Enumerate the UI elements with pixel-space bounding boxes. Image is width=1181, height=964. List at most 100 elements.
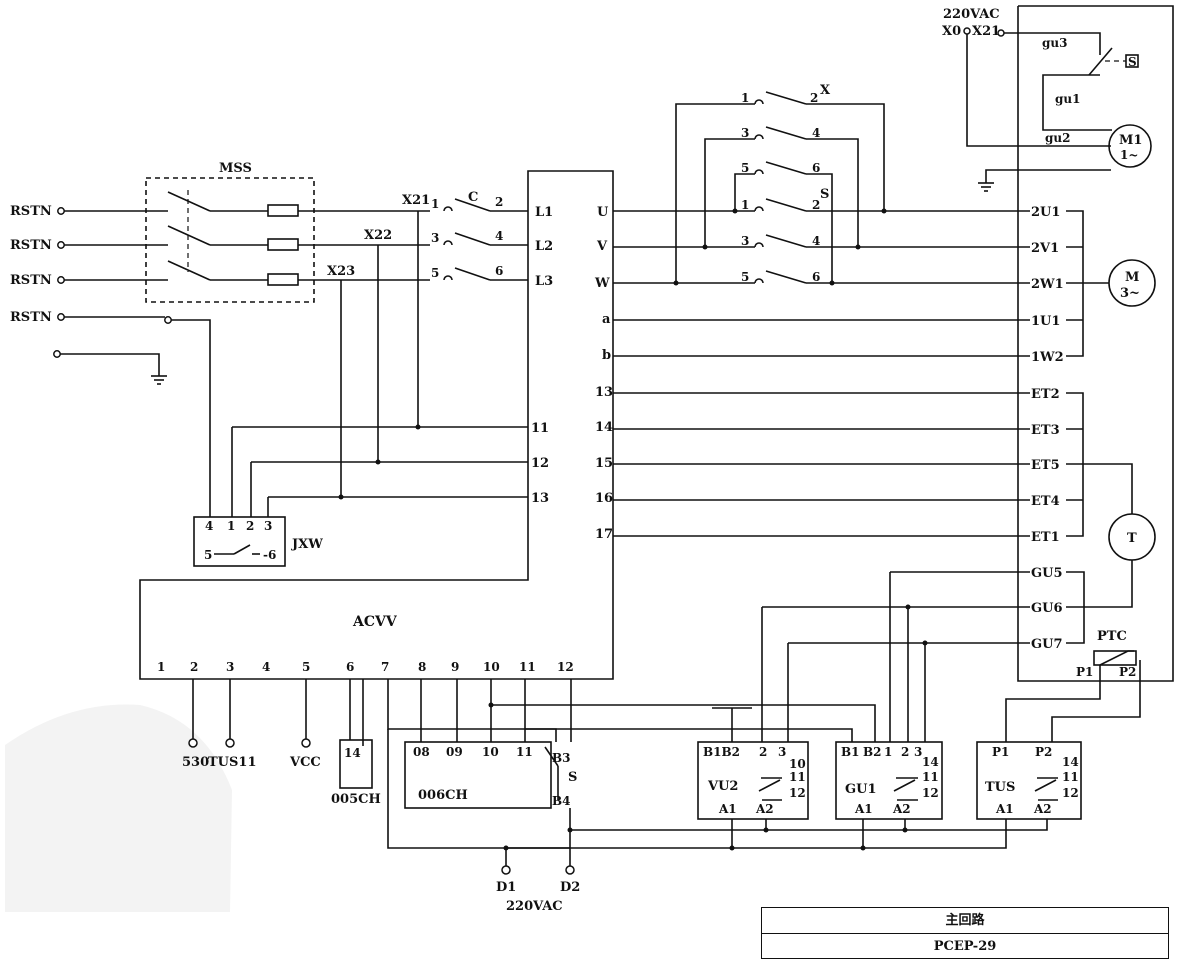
acvv-pin-l1: L1 xyxy=(535,205,553,220)
gu1-11: 11 xyxy=(922,770,939,784)
acvv-pin-16r: 16 xyxy=(595,491,613,506)
tus-14: 14 xyxy=(1062,755,1079,769)
fan-s: S xyxy=(1128,55,1137,69)
input-label-2: RSTN xyxy=(10,238,52,253)
label-d2: D2 xyxy=(560,880,580,895)
motor-terminal-strip: 2U1 2V1 2W1 1U1 1W2 ET2 ET3 ET5 ET4 ET1 … xyxy=(613,5,1174,682)
gu1-12: 12 xyxy=(922,786,939,800)
jxw-pin-4: 4 xyxy=(205,519,213,533)
fan-x0: X0 xyxy=(942,24,961,39)
acvv-bottom-9: 9 xyxy=(451,660,459,674)
gu1-a2: A2 xyxy=(892,802,911,816)
gu1-1: 1 xyxy=(884,745,892,759)
acvv-pin-l2: L2 xyxy=(535,239,553,254)
vu2-12: 12 xyxy=(789,786,806,800)
ptc-sensor: PTC P1 P2 xyxy=(1005,629,1141,742)
title-block-code: PCEP-29 xyxy=(762,933,1168,959)
ch005-pin-14: 14 xyxy=(344,746,361,760)
label-vcc: VCC xyxy=(289,755,321,770)
acvv-bottom-8: 8 xyxy=(418,660,426,674)
term-et2: ET2 xyxy=(1031,387,1060,402)
vu2-10: 10 xyxy=(789,757,806,771)
vu2-label: VU2 xyxy=(707,779,738,794)
input-label-1: RSTN xyxy=(10,204,52,219)
vu2-b1b2: B1B2 xyxy=(703,745,740,759)
ptc-label: PTC xyxy=(1097,629,1127,644)
fan-gu3: gu3 xyxy=(1042,36,1067,50)
tus-a2: A2 xyxy=(1033,802,1052,816)
title-block: 主回路 PCEP-29 xyxy=(761,907,1169,959)
label-220vac-bottom: 220VAC xyxy=(506,899,563,914)
mss-label: MSS xyxy=(219,161,252,176)
wire-label-x21: X21 xyxy=(402,193,430,208)
motor-main-phase: 3~ xyxy=(1120,286,1140,301)
acvv-pin-b: b xyxy=(602,348,611,363)
acvv-pin-12: 12 xyxy=(531,456,549,471)
ch006-relay: 006CH 08 09 10 11 B3 B4 S D1 D2 220VAC xyxy=(387,679,580,914)
c-pin-6: 6 xyxy=(495,264,503,278)
acvv-label: ACVV xyxy=(352,614,398,630)
jxw-pin-3: 3 xyxy=(264,519,272,533)
x-pin-1: 1 xyxy=(741,91,749,105)
acvv-pin-13: 13 xyxy=(531,491,549,506)
acvv-bottom-7: 7 xyxy=(381,660,389,674)
jxw-label: JXW xyxy=(291,537,323,552)
ch006-pin-10: 10 xyxy=(482,745,499,759)
jxw-pin-6: -6 xyxy=(263,548,276,562)
label-tus11: TUS11 xyxy=(208,755,257,770)
gu1-2: 2 xyxy=(901,745,909,759)
term-gu5: GU5 xyxy=(1031,566,1062,581)
gu1-14: 14 xyxy=(922,755,939,769)
c-pin-2: 2 xyxy=(495,195,503,209)
fan-motor-name: M1 xyxy=(1119,133,1142,148)
vu2-a2: A2 xyxy=(755,802,774,816)
acvv-bottom-2: 2 xyxy=(190,660,198,674)
term-2u1: 2U1 xyxy=(1031,205,1060,220)
fan-circuit: 220VAC X0 X21 gu3 S gu1 gu2 M1 1~ xyxy=(942,7,1152,192)
term-2w1: 2W1 xyxy=(1031,277,1064,292)
acvv-bottom-11: 11 xyxy=(519,660,536,674)
term-et1: ET1 xyxy=(1031,530,1060,545)
motor-main-name: M xyxy=(1125,270,1139,285)
relay-tus: P1 P2 14 11 12 TUS A1 A2 xyxy=(976,741,1082,820)
ch006-s: S xyxy=(568,770,577,785)
ch006-label: 006CH xyxy=(418,788,468,803)
wire-label-x23: X23 xyxy=(327,264,355,279)
gu1-label: GU1 xyxy=(845,782,876,797)
vu2-a1: A1 xyxy=(718,802,737,816)
relay-wiring xyxy=(488,572,1048,851)
fan-gu2: gu2 xyxy=(1045,131,1070,145)
ch006-pin-08: 08 xyxy=(413,745,430,759)
contactor-c: C 1 2 3 4 5 6 xyxy=(431,190,528,281)
tus-a1: A1 xyxy=(995,802,1014,816)
relay-vu2: B1B2 2 3 10 11 12 VU2 A1 A2 xyxy=(697,741,809,820)
c-pin-5: 5 xyxy=(431,266,439,280)
x-pin-6: 6 xyxy=(812,161,820,175)
ch006-b3: B3 xyxy=(552,751,571,765)
label-530: 530 xyxy=(182,755,209,770)
x-pin-5: 5 xyxy=(741,161,749,175)
term-gu6: GU6 xyxy=(1031,601,1062,616)
fan-gu1: gu1 xyxy=(1055,92,1080,106)
gu1-a1: A1 xyxy=(854,802,873,816)
tus-p1: P1 xyxy=(992,745,1009,759)
bottom-terminals: 530 TUS11 VCC xyxy=(182,679,321,770)
jxw-pin-2: 2 xyxy=(246,519,254,533)
tus-label: TUS xyxy=(985,780,1015,795)
vu2-2: 2 xyxy=(759,745,767,759)
jxw-pin-1: 1 xyxy=(227,519,235,533)
s-pin-1: 1 xyxy=(741,198,749,212)
input-label-3: RSTN xyxy=(10,273,52,288)
term-2v1: 2V1 xyxy=(1031,241,1059,256)
acvv-unit: ACVV L1 L2 L3 11 12 13 U V W a b 13 14 1… xyxy=(139,170,614,680)
acvv-pin-13r: 13 xyxy=(595,385,613,400)
s-pin-3: 3 xyxy=(741,234,749,248)
term-et5: ET5 xyxy=(1031,458,1060,473)
term-et3: ET3 xyxy=(1031,423,1060,438)
x-label: X xyxy=(820,83,831,98)
s-pin-6: 6 xyxy=(812,270,820,284)
input-label-4: RSTN xyxy=(10,310,52,325)
acvv-bottom-12: 12 xyxy=(557,660,574,674)
vu2-11: 11 xyxy=(789,770,806,784)
c-pin-1: 1 xyxy=(431,197,439,211)
